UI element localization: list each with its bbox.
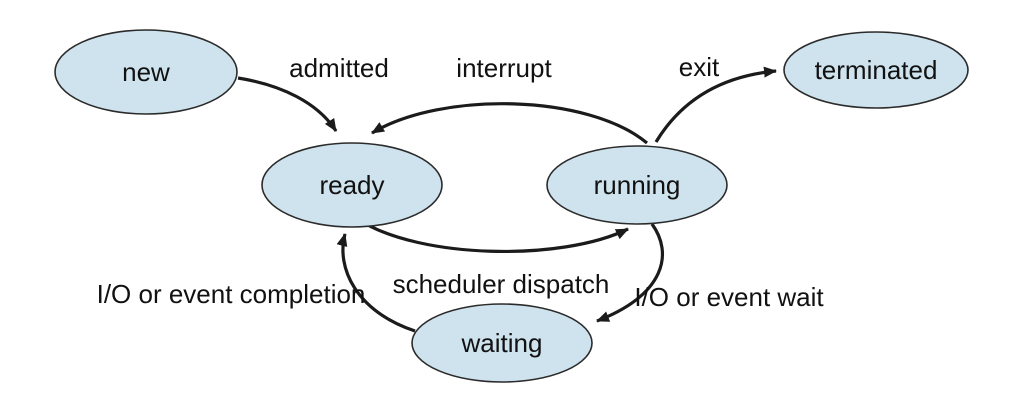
state-new: [54, 29, 238, 115]
state-ready: [261, 142, 443, 228]
state-label-running: running: [594, 170, 681, 200]
transition-arrow-scheduler-dispatch: [360, 219, 629, 254]
states-layer: [54, 29, 969, 383]
transition-label-admitted: admitted: [289, 53, 389, 83]
labels-layer: admitted interrupt exit scheduler dispatch I…: [97, 52, 938, 358]
transition-label-interrupt: interrupt: [456, 53, 552, 83]
transition-arrow-io-or-event-completion: [336, 233, 416, 333]
state-running: [546, 145, 728, 225]
transition-arrow-admitted: [237, 76, 338, 132]
state-label-ready: ready: [319, 170, 384, 200]
state-label-new: new: [122, 57, 170, 87]
transition-label-io-or-event-wait: I/O or event wait: [634, 282, 824, 312]
transition-label-scheduler-dispatch: scheduler dispatch: [393, 269, 610, 299]
transition-arrow-io-or-event-wait: [596, 223, 665, 323]
state-label-terminated: terminated: [815, 55, 938, 85]
state-label-waiting: waiting: [461, 328, 543, 358]
transitions-layer: [237, 66, 777, 333]
transition-label-exit: exit: [679, 52, 720, 82]
state-terminated: [783, 31, 969, 109]
transition-arrow-exit: [654, 66, 777, 143]
transition-arrow-interrupt: [371, 102, 649, 145]
state-waiting: [411, 303, 593, 383]
transition-label-io-or-event-completion: I/O or event completion: [97, 279, 366, 309]
